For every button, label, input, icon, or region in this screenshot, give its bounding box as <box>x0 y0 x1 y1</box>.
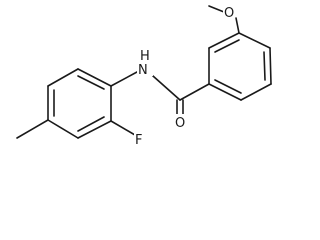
bond-ring2-4b <box>214 79 242 94</box>
fluorine-label: F <box>135 133 142 148</box>
bond-methyl-o <box>208 5 225 13</box>
bond-ring2-3 <box>240 83 272 101</box>
bond-ring2-6b <box>214 39 240 53</box>
bond-ring2-2b <box>263 51 266 81</box>
bond-o-ring <box>235 17 240 34</box>
methoxy-oxygen-label: O <box>224 6 234 21</box>
amide-hydrogen-label: H <box>140 49 150 64</box>
amide-hydrogen-atom: H <box>139 49 151 64</box>
bond-ring2-2 <box>269 47 272 85</box>
bond-ring1-2 <box>47 68 79 87</box>
bond-ring2-4 <box>208 83 242 101</box>
bond-ring2-1 <box>238 32 271 49</box>
bond-ring-f <box>110 120 136 136</box>
structure-svg: O N H O F <box>16 4 272 148</box>
bond-ring2-6 <box>208 32 240 49</box>
bond-ring1-5b <box>77 116 105 132</box>
molecule-structure-diagram: O N H O F <box>16 4 272 148</box>
bond-ring1-4 <box>47 119 79 139</box>
carbonyl-oxygen-atom: O <box>174 114 186 131</box>
bond-n-ring <box>110 71 138 87</box>
bond-c-n <box>152 75 181 101</box>
bond-ring-methyl <box>16 119 49 139</box>
bond-ring1-1 <box>77 68 112 87</box>
bond-ring1-1b <box>77 75 105 90</box>
carbonyl-oxygen-label: O <box>175 116 185 131</box>
methoxy-oxygen-atom: O <box>223 4 235 21</box>
bond-ring1-5 <box>77 120 112 139</box>
amide-nitrogen-atom: N <box>137 62 153 78</box>
amide-nitrogen-label: N <box>138 63 148 78</box>
fluorine-atom: F <box>134 131 146 148</box>
bond-ring-carbonyl <box>179 83 210 101</box>
